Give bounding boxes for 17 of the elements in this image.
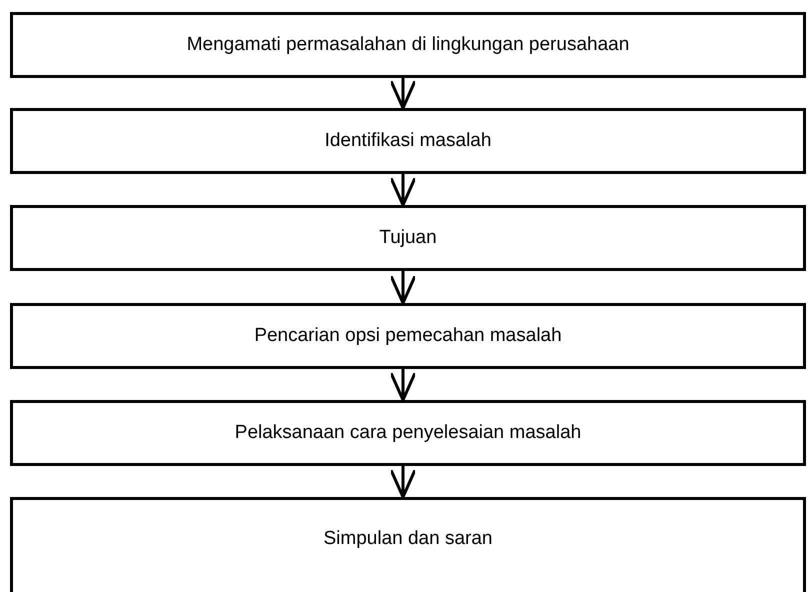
process-box <box>10 400 806 466</box>
process-box <box>10 497 806 592</box>
box-label: Simpulan dan saran <box>324 527 492 552</box>
box-label: Tujuan <box>379 226 437 250</box>
arrow <box>390 466 416 498</box>
process-box <box>10 303 806 369</box>
process-box <box>10 205 806 271</box>
process-box <box>10 108 806 174</box>
box-label: Identifikasi masalah <box>324 128 492 153</box>
arrow <box>390 78 416 110</box>
box-label: Mengamati permasalahan di lingkungan perusahaan <box>186 32 630 57</box>
box-label: Pencarian opsi pemecahan masalah <box>254 324 562 348</box>
process-box <box>10 12 806 78</box>
arrow <box>390 174 416 206</box>
box-label: Pelaksanaan cara penyelesaian masalah <box>234 420 582 445</box>
arrow <box>390 271 416 304</box>
arrow <box>390 369 416 402</box>
